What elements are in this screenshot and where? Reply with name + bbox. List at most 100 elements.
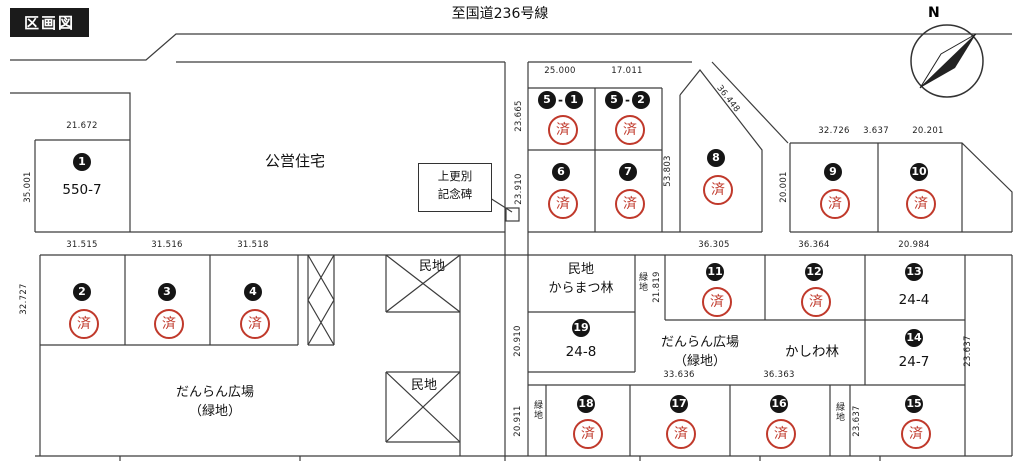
plot-17-number-badge: 17 bbox=[670, 395, 688, 413]
monument-marker bbox=[505, 207, 520, 222]
danran-left-line1: だんらん広場 bbox=[175, 385, 254, 400]
plot-5-1-number-badge: 5 - 1 bbox=[538, 91, 583, 109]
sold-stamp-plot-4: 済 bbox=[240, 309, 270, 339]
plot-2-number-badge: 2 bbox=[73, 283, 91, 301]
sold-stamp-plot-11: 済 bbox=[702, 287, 732, 317]
dim-plot12-top: 36.364 bbox=[798, 240, 830, 250]
dim-plot11-left: 21.819 bbox=[652, 271, 662, 303]
danran-plaza-left-label: だんらん広場 （緑地） bbox=[150, 384, 280, 422]
sold-stamp-plot-15: 済 bbox=[901, 419, 931, 449]
green-strip-label-1: 緑地 bbox=[637, 272, 647, 292]
map-title: 区画図 bbox=[10, 8, 90, 37]
sold-stamp-plot-8: 済 bbox=[703, 175, 733, 205]
route-236-label: 至国道236号線 bbox=[451, 6, 549, 22]
sold-stamp-plot-10: 済 bbox=[906, 189, 936, 219]
plot-14-lot-number: 24-7 bbox=[898, 354, 930, 370]
plot-5-2-main-number: 5 bbox=[605, 91, 623, 109]
plot-15-number-badge: 15 bbox=[905, 395, 923, 413]
compass-needle-light bbox=[919, 33, 977, 89]
plot-3-number-badge: 3 bbox=[158, 283, 176, 301]
plot-4-number-badge: 4 bbox=[244, 283, 262, 301]
sold-stamp-plot-12: 済 bbox=[801, 287, 831, 317]
plot-9-number-badge: 9 bbox=[824, 163, 842, 181]
sold-stamp-plot-9: 済 bbox=[820, 189, 850, 219]
plot-10-number-badge: 10 bbox=[910, 163, 928, 181]
plot-5-2-sub-number: 2 bbox=[631, 91, 650, 109]
karamatsu-forest-label: からまつ林 bbox=[548, 280, 614, 296]
plot-5-2-number-badge: 5 - 2 bbox=[605, 91, 650, 109]
sold-stamp-plot-2: 済 bbox=[69, 309, 99, 339]
dim-plot8-left: 53.803 bbox=[663, 155, 673, 187]
compass-circle bbox=[910, 24, 984, 98]
dim-bend: 3.637 bbox=[863, 126, 889, 136]
dim-plot11-top: 36.305 bbox=[698, 240, 730, 250]
kashiwa-forest-label: かしわ林 bbox=[785, 344, 839, 360]
plot-7-number-badge: 7 bbox=[619, 163, 637, 181]
plot-1-lot-number: 550-7 bbox=[62, 182, 102, 198]
dim-plot2-left: 32.727 bbox=[19, 283, 29, 315]
compass bbox=[910, 24, 984, 98]
road-and-plot-boundaries bbox=[10, 33, 1013, 461]
karamatsu-private-land-label: 民地 bbox=[567, 262, 594, 277]
dim-plot13-top: 20.984 bbox=[898, 240, 930, 250]
green-strip-label-2: 緑地 bbox=[532, 400, 542, 420]
dim-plot2-top: 31.515 bbox=[66, 240, 98, 250]
plot-5-1-sub-number: 1 bbox=[564, 91, 583, 109]
dim-plot5-2-top: 17.011 bbox=[611, 66, 643, 76]
dim-plot1-top: 21.672 bbox=[66, 121, 98, 131]
dim-plot5-1-left: 23.665 bbox=[514, 100, 524, 132]
danran-mid-line1: だんらん広場 bbox=[660, 335, 739, 350]
private-land-bottom-cross bbox=[385, 371, 461, 443]
plot-8-number-badge: 8 bbox=[707, 149, 725, 167]
plot-19-lot-number: 24-8 bbox=[565, 344, 597, 360]
plot-14-number-badge: 14 bbox=[905, 329, 923, 347]
plot-number-separator: - bbox=[558, 93, 563, 107]
private-land-top-cross bbox=[385, 254, 461, 313]
survey-ticks bbox=[119, 456, 881, 461]
green-strip-label-3: 緑地 bbox=[834, 402, 844, 422]
monument-leader-line bbox=[489, 197, 513, 213]
plot-19-number-badge: 19 bbox=[572, 319, 590, 337]
dim-plot9-left: 20.001 bbox=[779, 171, 789, 203]
compass-north-label: N bbox=[928, 5, 940, 21]
dim-plot10-top: 20.201 bbox=[912, 126, 944, 136]
private-land-bottom-label: 民地 bbox=[410, 378, 437, 393]
plot-16-number-badge: 16 bbox=[770, 395, 788, 413]
dim-plot16-top: 36.363 bbox=[763, 370, 795, 380]
danran-mid-line2: （緑地） bbox=[673, 353, 726, 369]
monument-label-line1: 上更別 bbox=[437, 169, 473, 183]
dim-plot18-left: 20.911 bbox=[513, 405, 523, 437]
sold-stamp-plot-3: 済 bbox=[154, 309, 184, 339]
hatch-strip bbox=[307, 254, 335, 346]
dim-plot6-left: 23.910 bbox=[514, 173, 524, 205]
dim-plot15-left: 23.637 bbox=[852, 405, 862, 437]
dim-plot5-1-top: 25.000 bbox=[544, 66, 576, 76]
karamatsu-block-label: 民地 からまつ林 bbox=[541, 261, 621, 299]
dim-plot9-top: 32.726 bbox=[818, 126, 850, 136]
sold-stamp-plot-16: 済 bbox=[766, 419, 796, 449]
dim-plot1-left: 35.001 bbox=[23, 171, 33, 203]
dim-plot14-right: 23.637 bbox=[963, 335, 973, 367]
plot-1-number-badge: 1 bbox=[73, 153, 91, 171]
plot-11-number-badge: 11 bbox=[706, 263, 724, 281]
monument-label-line2: 記念碑 bbox=[437, 187, 473, 202]
danran-left-line2: （緑地） bbox=[188, 403, 241, 419]
plot-13-lot-number: 24-4 bbox=[898, 292, 930, 308]
sold-stamp-plot-7: 済 bbox=[615, 189, 645, 219]
public-housing-label: 公営住宅 bbox=[264, 152, 325, 170]
plot-12-number-badge: 12 bbox=[805, 263, 823, 281]
sold-stamp-plot-6: 済 bbox=[548, 189, 578, 219]
plot-13-number-badge: 13 bbox=[905, 263, 923, 281]
plot-6-number-badge: 6 bbox=[552, 163, 570, 181]
plot-number-separator: - bbox=[625, 93, 630, 107]
dim-plot17-top: 33.636 bbox=[663, 370, 695, 380]
plot-18-number-badge: 18 bbox=[577, 395, 595, 413]
dim-plot3-top: 31.516 bbox=[151, 240, 183, 250]
dim-plot19-left: 20.910 bbox=[513, 325, 523, 357]
dim-plot4-top: 31.518 bbox=[237, 240, 269, 250]
sold-stamp-plot-17: 済 bbox=[666, 419, 696, 449]
sold-stamp-plot-18: 済 bbox=[573, 419, 603, 449]
danran-plaza-mid-label: だんらん広場 （緑地） bbox=[635, 334, 765, 372]
